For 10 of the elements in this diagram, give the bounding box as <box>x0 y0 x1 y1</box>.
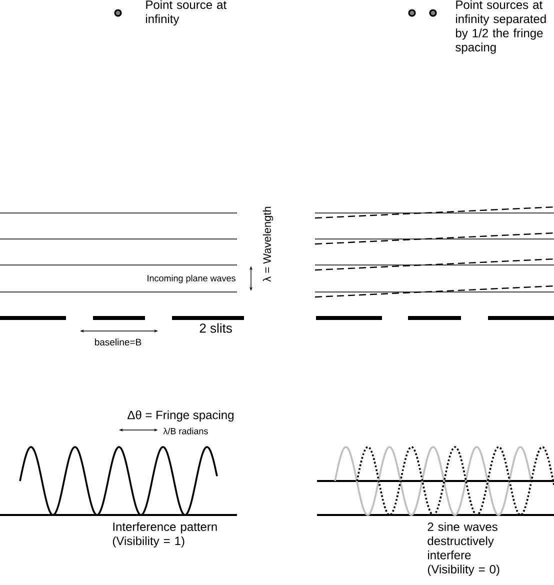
pattern-label: 2 sine waves destructively interfere (Visibility = 0) <box>428 522 500 576</box>
pattern-label: Interference pattern (Visibility = 1) <box>112 522 217 548</box>
fringe-spacing-label: Δθ = Fringe spacing <box>128 410 234 422</box>
baseline-label: baseline=B <box>94 338 142 346</box>
wave-label: Incoming plane waves <box>148 274 236 284</box>
wavelength-label: λ = Wavelength <box>262 206 274 282</box>
source-label: Point source at infinity <box>146 0 226 26</box>
slit-label: 2 slits <box>200 323 232 333</box>
source-label: Point sources at infinity separated by 1/2 the fringe spacing <box>456 0 546 54</box>
angle-label: λ/B radians <box>163 428 208 434</box>
